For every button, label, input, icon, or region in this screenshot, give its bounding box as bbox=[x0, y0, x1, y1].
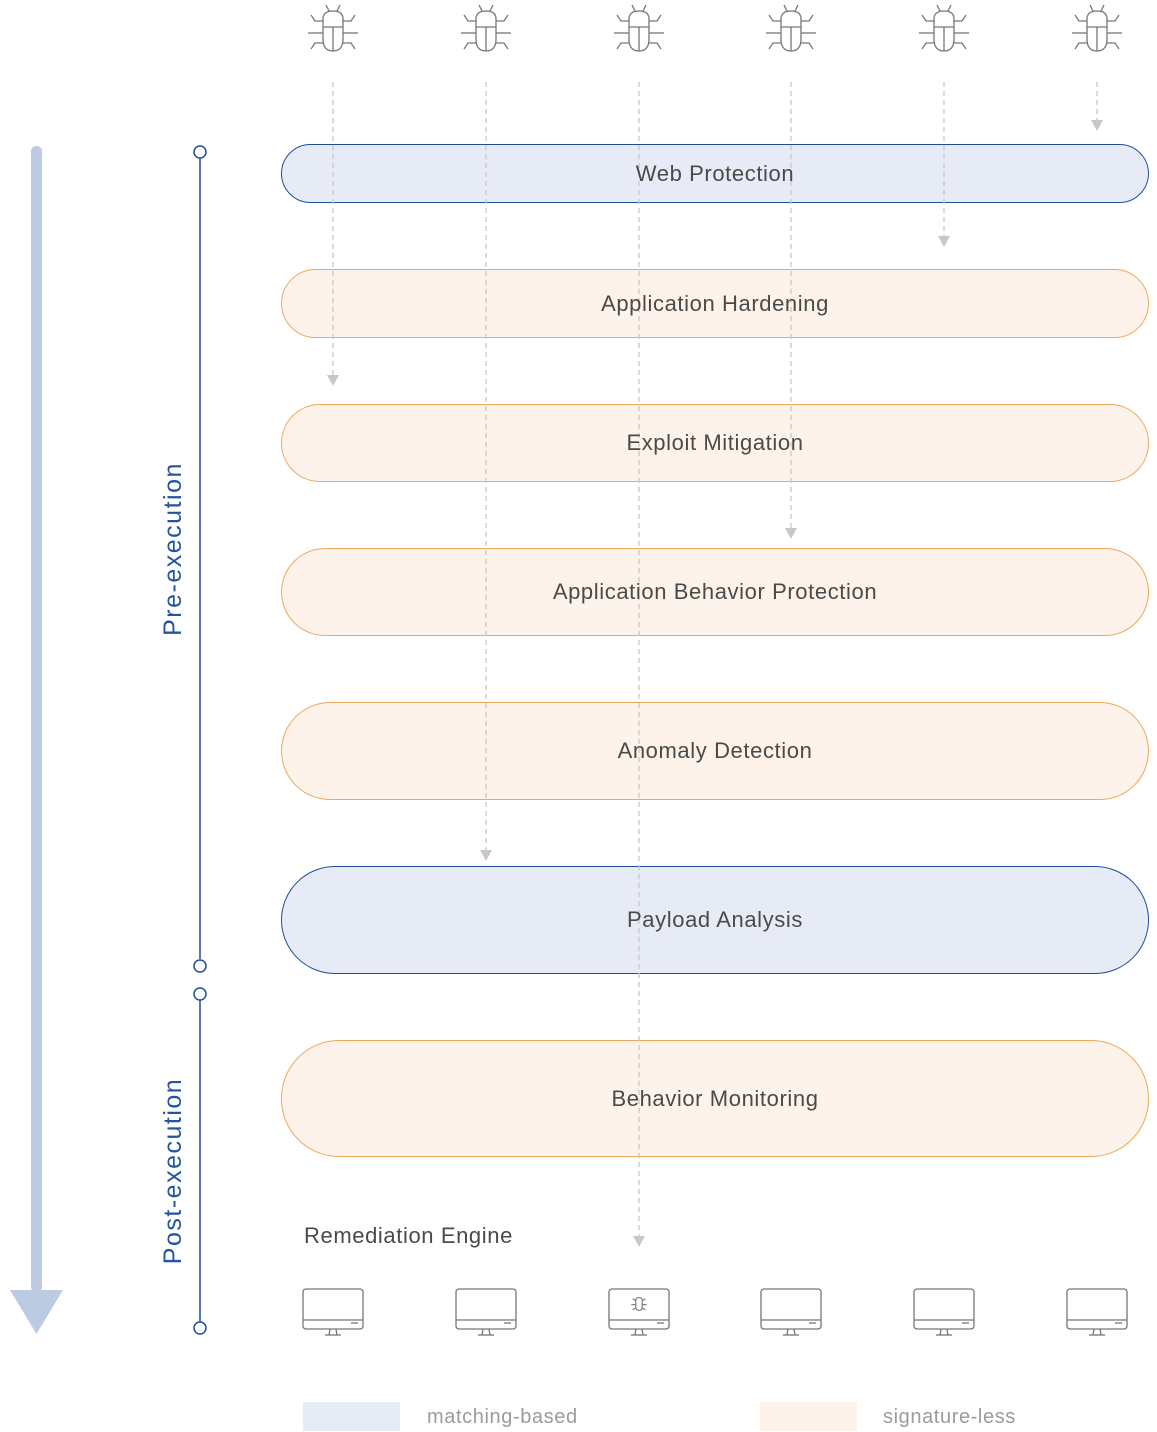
monitor-icon bbox=[455, 1288, 517, 1336]
monitor-icon bbox=[608, 1288, 670, 1336]
legend-matching-swatch bbox=[303, 1402, 400, 1431]
legend-signature-label: signature-less bbox=[883, 1406, 1016, 1428]
bug-icon bbox=[308, 4, 358, 52]
layer-application-hardening: Application Hardening bbox=[281, 269, 1149, 338]
timeline-arrow bbox=[10, 146, 63, 1334]
threat-path bbox=[633, 82, 645, 1247]
legend-signature-swatch bbox=[760, 1402, 857, 1431]
bug-icon bbox=[614, 4, 664, 52]
bug-icon bbox=[766, 4, 816, 52]
threat-path bbox=[938, 82, 950, 247]
bug-icon bbox=[1072, 4, 1122, 52]
layer-web-protection: Web Protection bbox=[281, 144, 1149, 203]
layer-label: Anomaly Detection bbox=[617, 738, 813, 763]
bug-icon bbox=[919, 4, 969, 52]
bug-icon bbox=[631, 1297, 647, 1311]
remediation-engine-label: Remediation Engine bbox=[304, 1223, 513, 1248]
bug-icon bbox=[461, 4, 511, 52]
phase-brackets bbox=[193, 145, 207, 1335]
monitor-icon bbox=[913, 1288, 975, 1336]
legend-matching-label: matching-based bbox=[427, 1406, 578, 1428]
layer-label: Exploit Mitigation bbox=[626, 430, 804, 455]
layer-label: Payload Analysis bbox=[627, 907, 803, 932]
layer-anomaly-detection: Anomaly Detection bbox=[281, 702, 1149, 800]
threat-path bbox=[785, 82, 797, 539]
layer-application-behavior-protection: Application Behavior Protection bbox=[281, 548, 1149, 636]
layer-exploit-mitigation: Exploit Mitigation bbox=[281, 404, 1149, 482]
layer-label: Application Hardening bbox=[601, 290, 829, 316]
layer-payload-analysis: Payload Analysis bbox=[281, 866, 1149, 974]
layer-label: Application Behavior Protection bbox=[552, 579, 878, 604]
monitor-icon bbox=[760, 1288, 822, 1336]
layer-label: Web Protection bbox=[635, 160, 795, 186]
layer-label: Behavior Monitoring bbox=[611, 1085, 819, 1111]
monitor-icon bbox=[1066, 1288, 1128, 1336]
threat-path bbox=[1091, 82, 1103, 131]
layer-behavior-monitoring: Behavior Monitoring bbox=[281, 1040, 1149, 1157]
threat-path bbox=[327, 82, 339, 386]
monitor-icon bbox=[302, 1288, 364, 1336]
threat-path bbox=[480, 82, 492, 861]
